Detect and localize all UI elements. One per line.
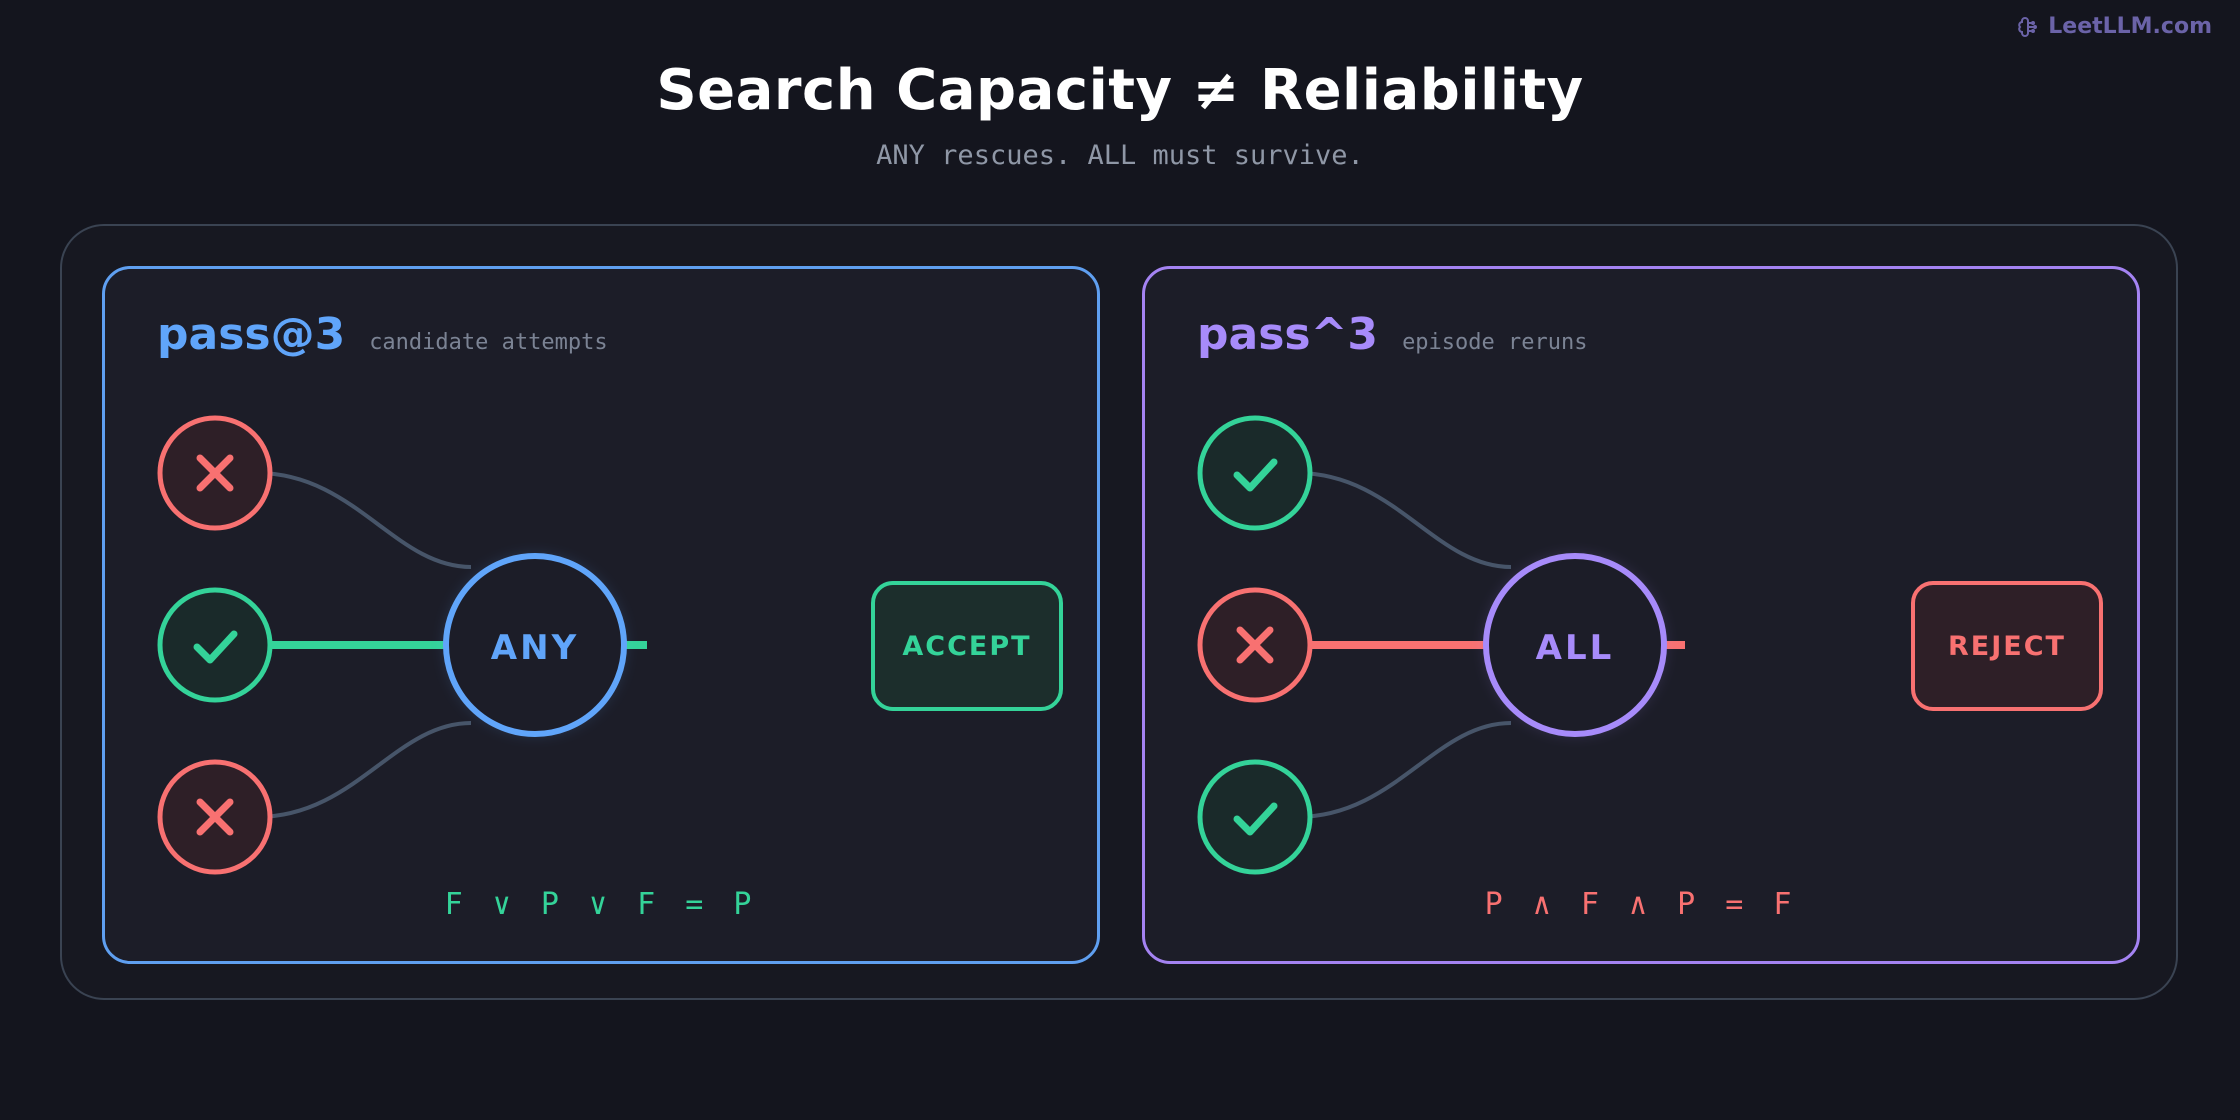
result-label: ACCEPT [902,631,1031,662]
accept-result [871,581,1063,711]
connector-line [256,471,472,569]
page-title: Search Capacity ≠ Reliability [656,58,1584,123]
x-icon [196,798,234,836]
check-icon [1233,802,1278,836]
attempt-pass [157,587,273,703]
x-icon [1236,626,1274,664]
and-formula: P ∧ F ∧ P = F [1484,887,1798,922]
gate-label: ANY [491,628,579,668]
panel-pass-at-3: pass@3 candidate attempts ANY [102,266,1100,964]
page-subtitle: ANY rescues. ALL must survive. [876,140,1364,171]
reject-result [1911,581,2103,711]
panel-pass-pow-3: pass^3 episode reruns ALL REJECT P ∧ [1142,266,2140,964]
panel-subtitle: episode reruns [1402,330,1588,355]
attempt-fail [157,759,273,875]
gate-label: ALL [1536,628,1615,668]
check-icon [193,630,238,664]
attempt-fail [157,415,273,531]
any-gate [443,553,627,737]
connector-line [256,721,472,819]
x-icon [196,454,234,492]
any-gate-diagram: ANY ACCEPT [157,415,1063,875]
brain-icon [2018,16,2038,37]
brand-logo: LeetLLM.com [2016,14,2212,39]
episode-pass [1197,415,1313,531]
connector-line [1296,721,1512,819]
check-icon [1233,458,1278,492]
episode-pass [1197,759,1313,875]
all-gate [1483,553,1667,737]
panel-title: pass^3 [1197,309,1379,360]
episode-fail [1197,587,1313,703]
panel-subtitle: candidate attempts [369,330,608,355]
result-label: REJECT [1948,631,2066,662]
all-gate-diagram: ALL REJECT [1197,415,2103,875]
or-formula: F ∨ P ∨ F = P [444,887,758,922]
brand-text: LeetLLM.com [2048,14,2212,39]
connector-line [1296,471,1512,569]
panel-title: pass@3 [157,309,346,360]
